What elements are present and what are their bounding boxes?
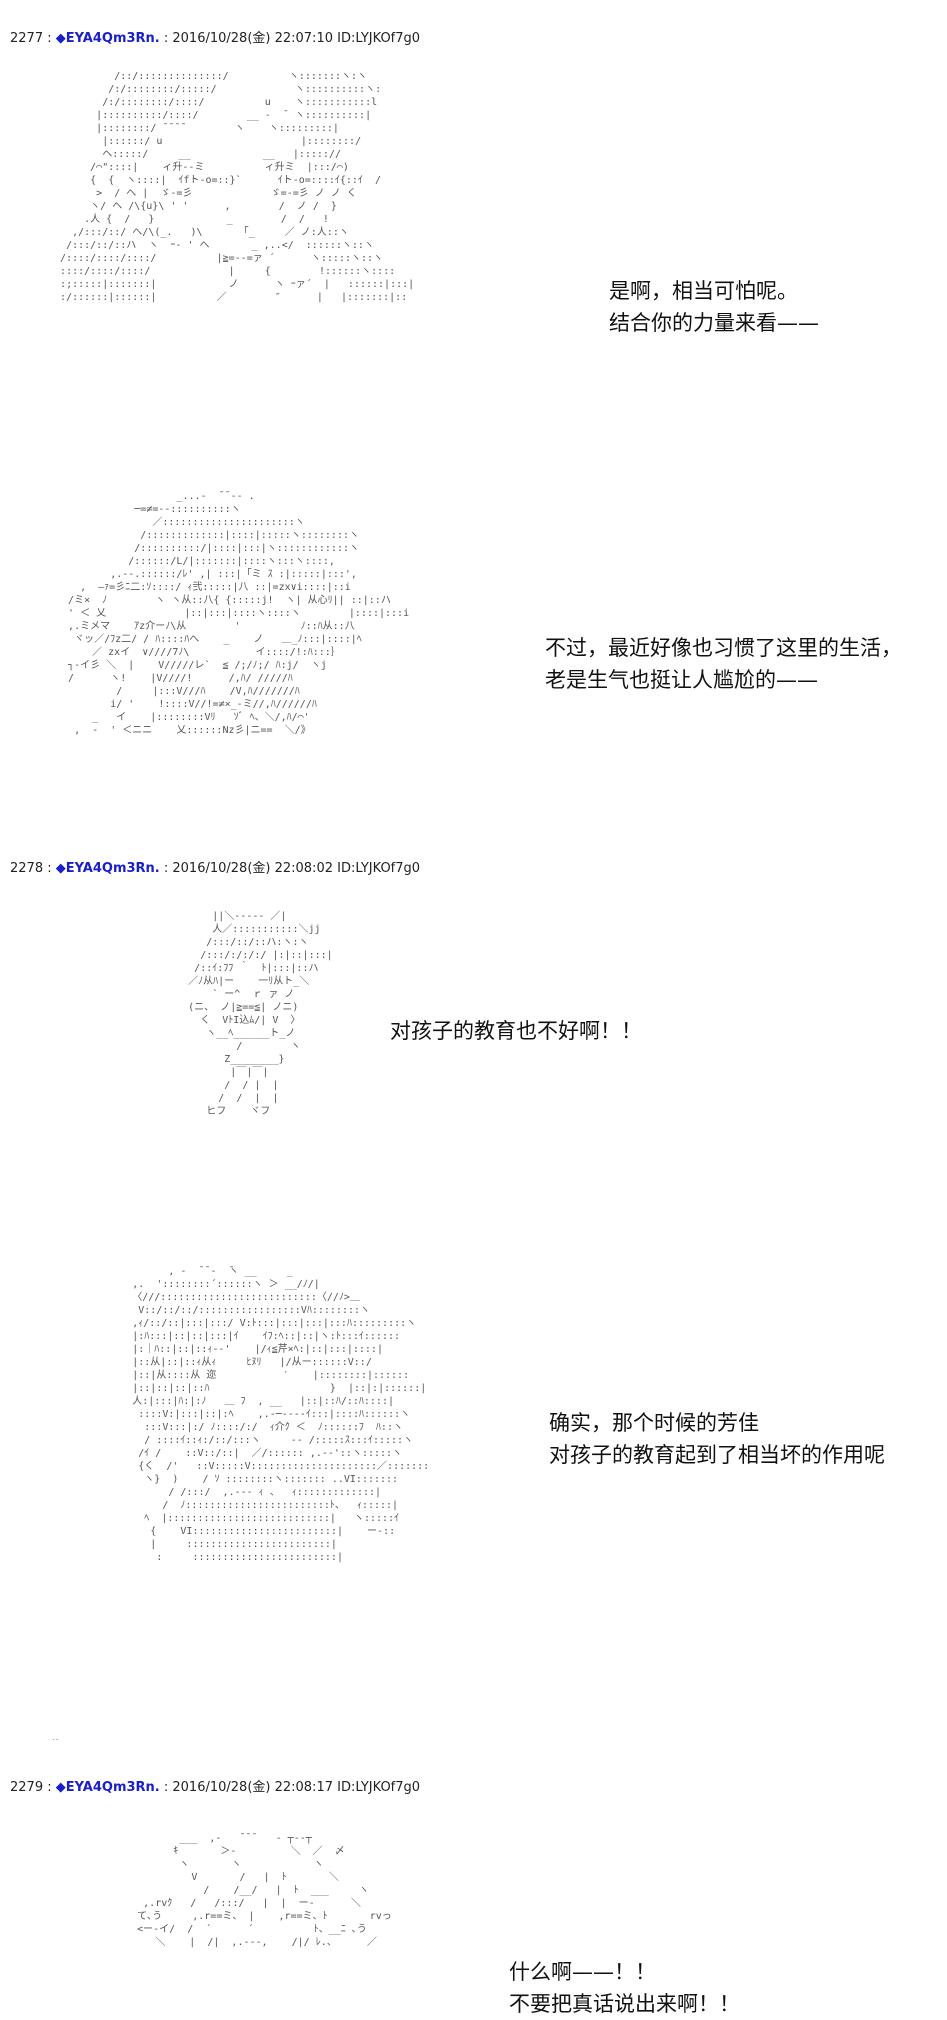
post-separator: :	[43, 861, 56, 876]
caption-line: 老是生气也挺让人尴尬的——	[545, 668, 818, 692]
caption-line: 对孩子的教育起到了相当坏的作用呢	[549, 1443, 885, 1467]
author-trip[interactable]: ◆EYA4Qm3Rn.	[55, 861, 160, 876]
post-meta: : 2016/10/28(金) 22:08:17 ID:LYJKOf7g0	[159, 1780, 421, 1795]
ascii-art-panel-4: , - ̄ ̄ - ̄ヽ __ _ ,. '::::::::´::::::ヽ ＞…	[132, 1266, 430, 1563]
caption-line: 什么啊——！！	[509, 1960, 656, 1984]
caption-1: 是啊，相当可怕呢。结合你的力量来看——	[609, 275, 819, 339]
ellipsis-mark: ‥	[52, 1732, 59, 1743]
caption-4: 确实，那个时候的芳佳对孩子的教育起到了相当坏的作用呢	[549, 1407, 885, 1471]
ascii-art-panel-2: _...- ̄ ̄ ‐- . ─=≠=‐-::::::::::ヽ ／::::::…	[68, 491, 410, 736]
post-number: 2279	[10, 1780, 44, 1795]
caption-5: 什么啊——！！ 不要把真话说出来啊！！	[509, 1956, 740, 2020]
post-header-2277: 2277 : ◆EYA4Qm3Rn. : 2016/10/28(金) 22:07…	[10, 31, 420, 47]
caption-line: 不要把真话说出来啊！！	[509, 1992, 740, 2016]
post-header-2278: 2278 : ◆EYA4Qm3Rn. : 2016/10/28(金) 22:08…	[10, 861, 420, 877]
post-header-2279: 2279 : ◆EYA4Qm3Rn. : 2016/10/28(金) 22:08…	[10, 1780, 420, 1796]
caption-line: 确实，那个时候的芳佳	[549, 1411, 759, 1435]
ascii-art-panel-1: /::/::::::::::::::/ ヽ:::::::ヽ:ヽ /:/:::::…	[60, 71, 415, 303]
post-meta: : 2016/10/28(金) 22:08:02 ID:LYJKOf7g0	[159, 861, 421, 876]
post-number: 2278	[10, 861, 44, 876]
caption-line: 是啊，相当可怕呢。	[609, 279, 798, 303]
caption-line: 不过，最近好像也习惯了这里的生活，	[545, 636, 902, 660]
ascii-art-panel-3: ||＼‐---‐ ／| 人／:::::::::::＼jj /:::/::/::ハ…	[188, 911, 333, 1117]
post-meta: : 2016/10/28(金) 22:07:10 ID:LYJKOf7g0	[159, 31, 421, 46]
ascii-art-panel-5: ___ ,- ̄ ̄ ̄ ‐ ┬--┬ ｷ ＞- ＼ ／ 〆 ヽ ヽ ヽ V /…	[137, 1833, 392, 1948]
post-separator: :	[43, 1780, 56, 1795]
author-trip[interactable]: ◆EYA4Qm3Rn.	[55, 1780, 160, 1795]
caption-line: 结合你的力量来看——	[609, 311, 819, 335]
post-separator: :	[43, 31, 56, 46]
caption-3: 对孩子的教育也不好啊！！	[390, 1015, 642, 1047]
caption-2: 不过，最近好像也习惯了这里的生活， 老是生气也挺让人尴尬的——	[545, 632, 902, 696]
post-number: 2277	[10, 31, 44, 46]
author-trip[interactable]: ◆EYA4Qm3Rn.	[55, 31, 160, 46]
caption-line: 对孩子的教育也不好啊！！	[390, 1019, 642, 1043]
